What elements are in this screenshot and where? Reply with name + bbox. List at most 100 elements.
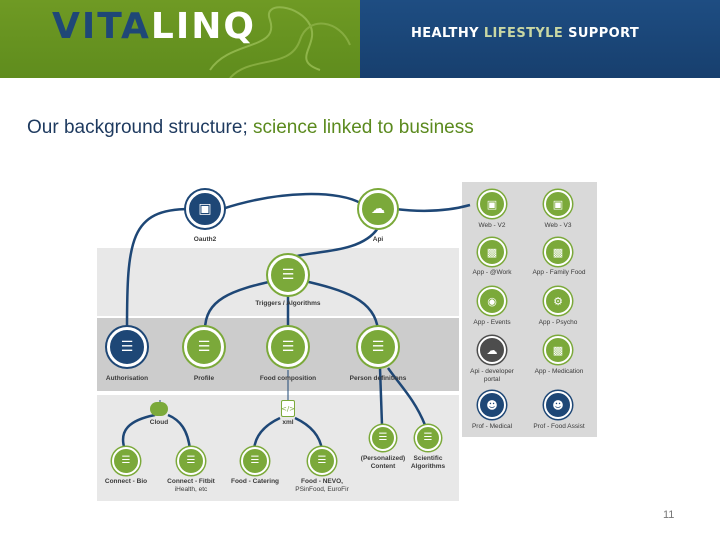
node-app-medication: ▩: [544, 336, 572, 364]
label-cloud: Cloud: [149, 419, 169, 426]
node-food-nevo: ☰: [308, 447, 336, 475]
node-person-definitions: ☰: [358, 327, 398, 367]
food-nevo-sub: PSinFood, EuroFir: [295, 486, 349, 494]
lock-icon: ▣: [198, 201, 212, 217]
link-oauth-auth: [125, 207, 191, 331]
link-triggers-person: [299, 278, 380, 331]
database-icon: ☰: [197, 339, 211, 355]
food-nevo-main: Food - NEVO,: [301, 478, 343, 485]
node-web-v2: ▣: [478, 190, 506, 218]
logo-vita: VITA: [52, 6, 151, 47]
phone-icon: ▩: [486, 245, 498, 259]
database-icon: ☰: [120, 339, 134, 355]
node-prof-foodassist: ☻: [544, 391, 572, 419]
cloud-icon: ☁: [486, 343, 498, 357]
connect-fitbit-sub: iHealth, etc: [174, 486, 208, 494]
banner-right: [360, 0, 720, 78]
link-api-webv2: [394, 203, 471, 213]
link-person-personalized: [378, 367, 384, 426]
label-app-psycho: App - Psycho: [538, 319, 578, 326]
node-connect-bio: ☰: [112, 447, 140, 475]
node-cloud: [150, 402, 168, 416]
link-xml-catering: [252, 416, 281, 451]
laptop-icon: ▣: [552, 197, 564, 211]
node-app-atwork: ▩: [478, 238, 506, 266]
label-profile: Profile: [193, 375, 215, 382]
link-triggers-profile: [203, 278, 279, 331]
gear-phone-icon: ⚙: [553, 294, 563, 308]
label-triggers: Triggers / Algorithms: [255, 300, 321, 307]
laptop-icon: ▣: [486, 197, 498, 211]
api-dev-sub: portal: [483, 376, 501, 384]
node-connect-fitbit: ☰: [177, 447, 205, 475]
node-api-dev: ☁: [478, 336, 506, 364]
link-cloud-bio: [121, 413, 156, 451]
users-icon: ☻: [552, 398, 564, 412]
link-xml-nevo: [294, 416, 324, 451]
database-icon: ☰: [186, 455, 196, 466]
label-authorisation: Authorisation: [105, 375, 149, 382]
label-food-nevo: Food - NEVO,PSinFood, EuroFir: [287, 478, 357, 494]
node-triggers: ☰: [268, 255, 308, 295]
medkit-phone-icon: ▩: [552, 343, 564, 357]
node-app-psycho: ⚙: [544, 287, 572, 315]
label-app-medication: App - Medication: [534, 368, 584, 375]
title-part1: Our background structure;: [27, 117, 253, 138]
label-app-events: App - Events: [473, 319, 511, 326]
node-web-v3: ▣: [544, 190, 572, 218]
database-icon: ☰: [423, 432, 433, 443]
label-connect-bio: Connect - Bio: [104, 478, 148, 485]
database-icon: ☰: [371, 339, 385, 355]
server-icon: ☰: [281, 267, 295, 283]
link-oauth-api: [221, 192, 363, 211]
node-app-events: ◉: [478, 287, 506, 315]
label-personalized: (Personalized) Content: [360, 455, 406, 471]
label-prof-foodassist: Prof - Food Assist: [533, 423, 585, 430]
logo-linq: LINQ: [150, 6, 256, 47]
node-oauth: ▣: [186, 190, 224, 228]
label-person-definitions: Person definitions: [349, 375, 407, 382]
label-web-v3: Web - V3: [544, 222, 572, 229]
node-scientific: ☰: [415, 425, 441, 451]
database-icon: ☰: [281, 339, 295, 355]
link-cloud-fitbit: [167, 413, 192, 451]
database-icon: ☰: [317, 455, 327, 466]
node-prof-medical: ☻: [478, 391, 506, 419]
database-icon: ☰: [250, 455, 260, 466]
banner-left: VITALINQ: [0, 0, 360, 78]
connect-fitbit-main: Connect - Fitbit: [167, 478, 215, 485]
page-title: Our background structure; science linked…: [27, 117, 474, 139]
node-authorisation: ☰: [107, 327, 147, 367]
apple-phone-icon: ▩: [552, 245, 564, 259]
map-pin-icon: ◉: [487, 294, 497, 308]
page-number: 11: [663, 509, 675, 521]
header-banner: VITALINQ HEALTHY LIFESTYLE SUPPORT: [0, 0, 720, 78]
logo-swirl-icon: [209, 6, 351, 78]
api-dev-main: Api - developer: [470, 368, 514, 375]
tagline-lifestyle: LIFESTYLE: [483, 26, 569, 41]
database-icon: ☰: [121, 455, 131, 466]
title-part2: science linked to business: [253, 117, 474, 138]
database-icon: ☰: [378, 432, 388, 443]
link-person-scientific: [386, 367, 427, 426]
node-food-composition: ☰: [268, 327, 308, 367]
node-xml: </>: [281, 400, 295, 417]
label-scientific: Scientific Algorithms: [410, 455, 446, 471]
tagline-healthy: HEALTHY: [411, 26, 484, 41]
label-oauth: Oauth2: [193, 236, 217, 243]
label-api: Api: [372, 236, 384, 243]
link-api-triggers: [289, 227, 380, 260]
node-food-catering: ☰: [241, 447, 269, 475]
label-xml: xml: [282, 419, 294, 426]
node-api: ☁: [359, 190, 397, 228]
label-web-v2: Web - V2: [478, 222, 506, 229]
code-file-icon: </>: [280, 404, 296, 413]
doctor-icon: ☻: [486, 398, 498, 412]
node-profile: ☰: [184, 327, 224, 367]
label-app-family: App - Family Food: [532, 269, 586, 276]
tagline: HEALTHY LIFESTYLE SUPPORT: [411, 26, 639, 41]
node-app-family: ▩: [544, 238, 572, 266]
